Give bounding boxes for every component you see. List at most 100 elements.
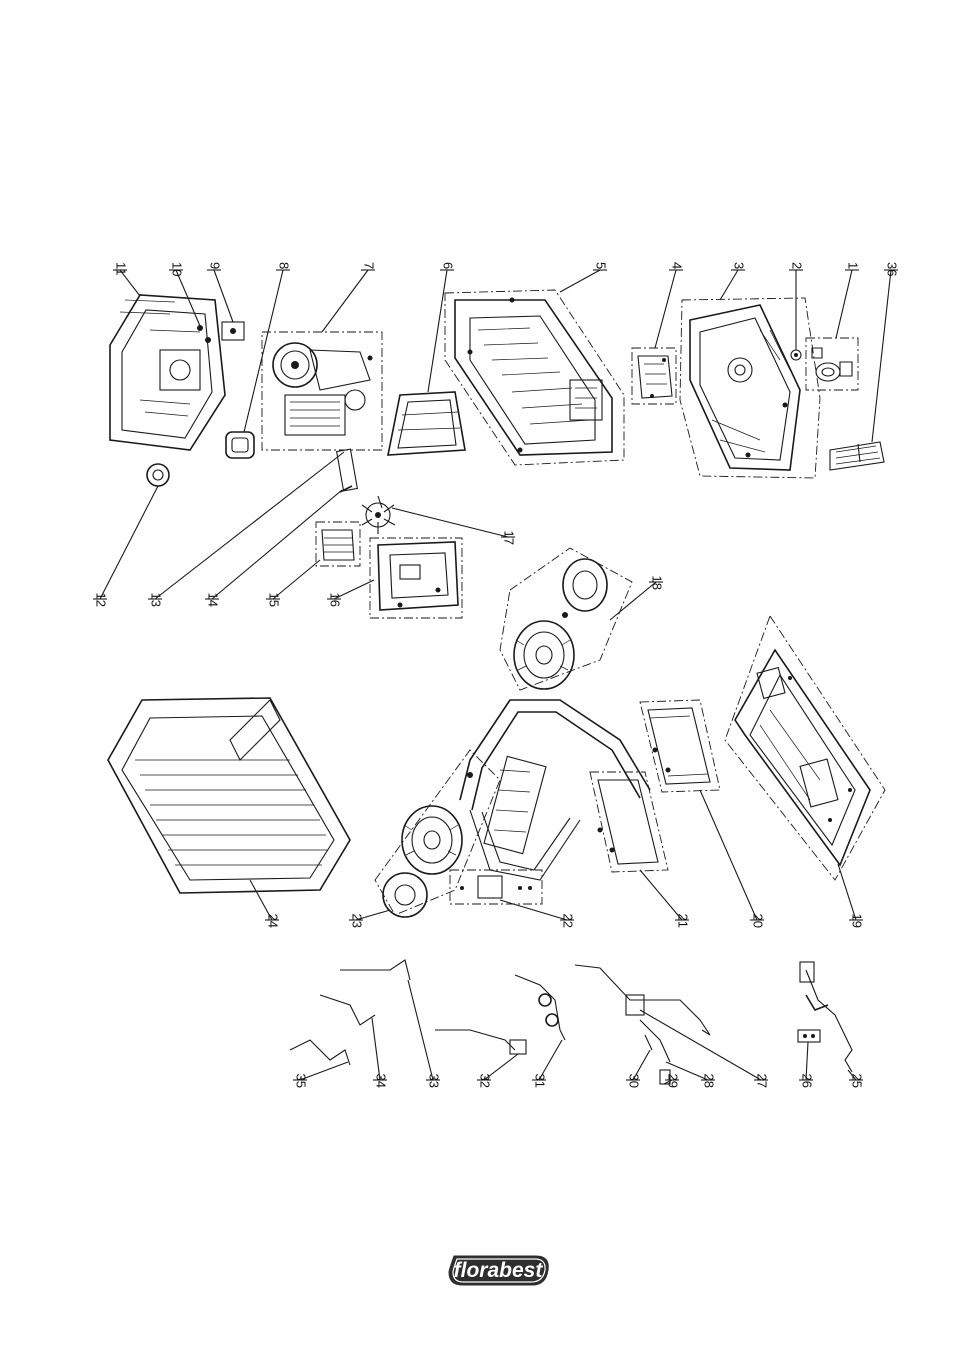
part-29-drawing — [659, 1069, 671, 1085]
leader-line-5 — [559, 269, 601, 293]
part-number-10: 10 — [170, 262, 185, 276]
part-label-14: 14 — [205, 489, 343, 607]
part-21-drawing — [589, 771, 669, 873]
leader-line-6 — [427, 269, 448, 393]
leader-line-30 — [632, 1049, 651, 1081]
leader-line-34 — [371, 1017, 381, 1081]
part-number-19: 19 — [850, 914, 865, 928]
part-label-13: 13 — [148, 451, 345, 607]
part-number-30: 30 — [627, 1074, 642, 1088]
part-number-26: 26 — [800, 1074, 815, 1088]
part-label-21: 21 — [639, 869, 691, 928]
part-28-drawing — [639, 1019, 671, 1063]
part-6-drawing — [387, 391, 466, 456]
leader-line-1 — [835, 269, 853, 339]
part-label-16: 16 — [327, 579, 375, 607]
part-20-drawing — [639, 699, 721, 793]
leader-line-32 — [483, 1053, 519, 1081]
part-label-1: 1 — [835, 262, 861, 339]
part-number-8: 8 — [277, 262, 292, 269]
part-number-14: 14 — [206, 593, 221, 607]
leader-line-18 — [609, 581, 657, 621]
part-number-15: 15 — [267, 593, 282, 607]
leader-line-14 — [211, 489, 343, 600]
part-9-drawing — [221, 321, 245, 341]
part-label-29: 29 — [663, 1074, 681, 1088]
leader-line-17 — [391, 507, 509, 538]
part-number-3: 3 — [732, 262, 747, 269]
part-15-drawing — [315, 521, 361, 567]
part-label-32: 32 — [477, 1053, 519, 1088]
part-label-6: 6 — [427, 262, 456, 393]
leader-line-22 — [499, 899, 568, 921]
leader-line-9 — [213, 269, 234, 323]
leader-line-28 — [665, 1061, 709, 1081]
leader-line-25 — [847, 1069, 857, 1081]
leader-line-21 — [639, 869, 683, 921]
leader-line-4 — [654, 269, 677, 349]
part-34-drawing — [319, 994, 376, 1026]
leader-line-19 — [837, 863, 857, 921]
part-number-35: 35 — [294, 1074, 309, 1088]
leader-line-24 — [249, 879, 273, 921]
part-label-20: 20 — [699, 789, 766, 928]
part-label-5: 5 — [559, 262, 609, 293]
part-number-12: 12 — [94, 593, 109, 607]
part-number-29: 29 — [666, 1074, 681, 1088]
part-36-drawing — [829, 441, 885, 471]
part-1-drawing — [805, 337, 859, 391]
part-number-20: 20 — [751, 914, 766, 928]
leader-line-3 — [719, 269, 739, 301]
part-label-9: 9 — [207, 262, 234, 323]
part-label-35: 35 — [293, 1061, 349, 1088]
part-number-36: 36 — [885, 262, 900, 276]
part-17-drawing — [361, 495, 396, 534]
part-2-drawing — [790, 349, 802, 361]
part-7-drawing — [261, 331, 383, 451]
part-22-drawing — [449, 869, 543, 905]
part-label-36: 36 — [871, 262, 900, 443]
leader-line-13 — [154, 451, 345, 600]
part-18-drawing — [499, 547, 633, 691]
part-10-drawing — [197, 325, 211, 343]
part-number-33: 33 — [427, 1074, 442, 1088]
part-number-4: 4 — [670, 262, 685, 269]
part-25-drawing — [799, 961, 853, 1073]
leader-line-15 — [272, 559, 321, 600]
leader-line-36 — [871, 269, 892, 443]
part-label-27: 27 — [639, 1009, 770, 1088]
part-3-drawing — [679, 297, 821, 479]
part-label-31: 31 — [532, 1039, 563, 1088]
part-label-26: 26 — [799, 1041, 815, 1088]
part-label-22: 22 — [499, 899, 576, 928]
part-32-drawing — [435, 1029, 527, 1055]
part-label-15: 15 — [266, 559, 321, 607]
part-label-33: 33 — [407, 979, 442, 1088]
leader-line-27 — [639, 1009, 762, 1081]
part-number-17: 17 — [502, 531, 517, 545]
part-number-31: 31 — [533, 1074, 548, 1088]
logo-text: florabest — [454, 1259, 544, 1282]
part-19-drawing — [724, 615, 886, 881]
part-16-drawing — [369, 537, 463, 619]
part-number-11: 11 — [114, 262, 129, 276]
leader-line-33 — [407, 979, 434, 1081]
part-14-drawing — [339, 485, 353, 493]
part-number-32: 32 — [478, 1074, 493, 1088]
leader-line-26 — [805, 1041, 809, 1081]
part-11-drawing — [109, 294, 226, 451]
leader-line-11 — [119, 269, 141, 297]
part-35-drawing — [289, 1039, 351, 1066]
part-number-22: 22 — [561, 914, 576, 928]
part-number-27: 27 — [755, 1074, 770, 1088]
part-13-drawing — [335, 448, 359, 492]
part-number-34: 34 — [374, 1074, 389, 1088]
part-24-drawing — [107, 697, 351, 894]
part-number-7: 7 — [362, 262, 377, 269]
leader-line-31 — [538, 1039, 563, 1081]
part-label-24: 24 — [249, 879, 281, 928]
leader-line-29 — [663, 1079, 673, 1085]
part-label-28: 28 — [665, 1061, 717, 1088]
